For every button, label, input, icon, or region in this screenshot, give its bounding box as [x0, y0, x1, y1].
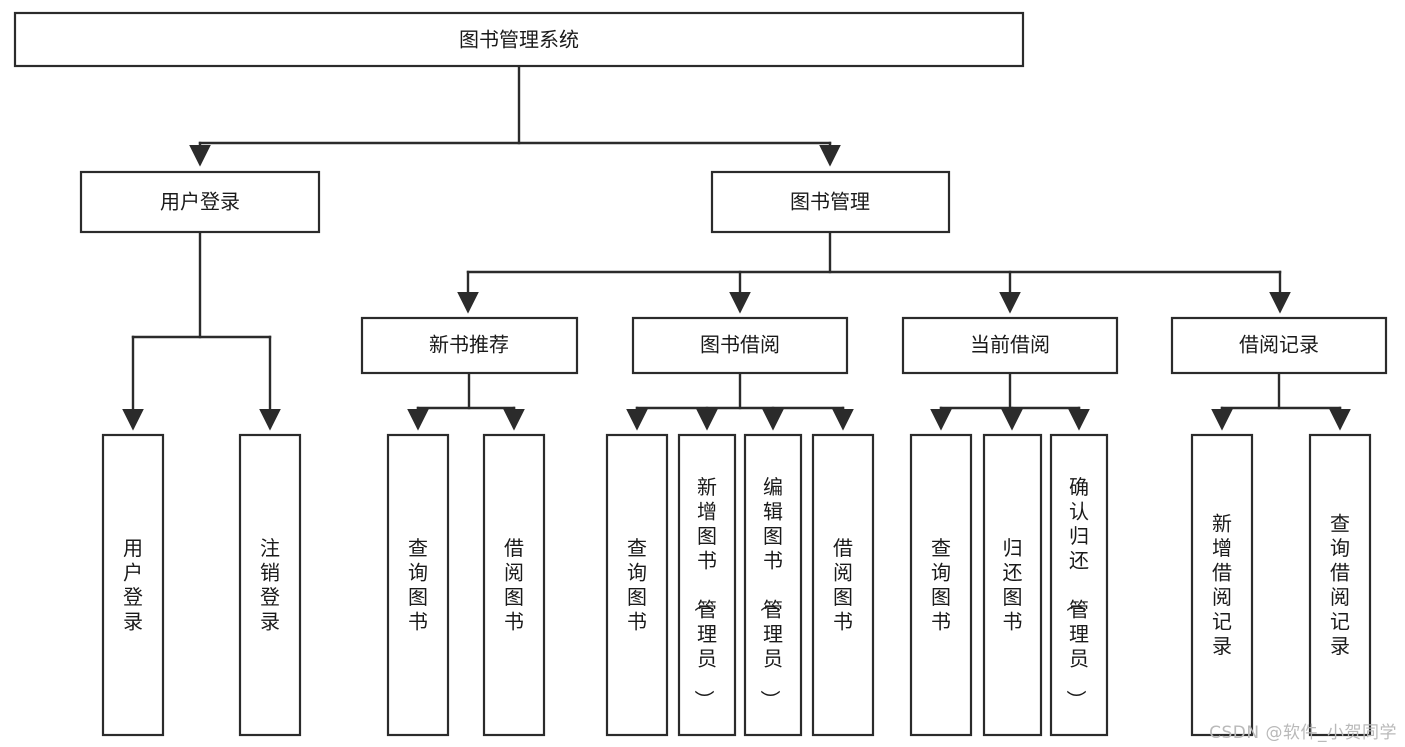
leaf-confirm-return-label: 确认归还（管理员） [1064, 475, 1089, 710]
leaf-add-book[interactable]: 新增图书（管理员） [677, 433, 737, 737]
leaf-edit-book-label: 编辑图书（管理员） [758, 475, 783, 710]
leaf-return-book[interactable]: 归还图书 [982, 433, 1043, 737]
leaf-query-book-3[interactable]: 查询图书 [909, 433, 973, 737]
edge-borrowrecord-to-leaves [1211, 371, 1351, 431]
edge-bookmanage-to-level3 [457, 230, 1291, 314]
leaf-user-login[interactable]: 用户登录 [101, 433, 165, 737]
edge-root-to-level2 [189, 64, 841, 167]
node-current-borrow-label: 当前借阅 [970, 333, 1050, 357]
leaf-confirm-return[interactable]: 确认归还（管理员） [1049, 433, 1109, 737]
edge-currentborrow-to-leaves [930, 371, 1090, 431]
leaf-logout-label: 注销登录 [260, 536, 280, 634]
leaf-query-book-1-label: 查询图书 [408, 536, 428, 634]
csdn-watermark: CSDN @软件_小贺同学 [1209, 723, 1397, 743]
node-user-login-label: 用户登录 [160, 190, 240, 214]
leaf-layer: 用户登录 注销登录 查询图书 借阅图书 查询图书 新增图书（管理员） 编辑图书（管理员） 借阅… [101, 433, 1372, 737]
leaf-add-record[interactable]: 新增借阅记录 [1190, 433, 1254, 737]
edge-userlogin-to-leaves [122, 230, 281, 431]
node-root-label: 图书管理系统 [459, 28, 579, 52]
node-borrow-record[interactable]: 借阅记录 [1170, 316, 1388, 375]
leaf-query-book-1[interactable]: 查询图书 [386, 433, 450, 737]
node-borrow-record-label: 借阅记录 [1239, 333, 1319, 357]
leaf-user-login-label: 用户登录 [123, 536, 143, 634]
node-book-manage[interactable]: 图书管理 [710, 170, 951, 234]
leaf-borrow-book-1-label: 借阅图书 [504, 536, 524, 634]
connector-layer [122, 64, 1351, 431]
leaf-query-record-label: 查询借阅记录 [1330, 512, 1350, 659]
leaf-add-record-label: 新增借阅记录 [1212, 512, 1232, 659]
node-current-borrow[interactable]: 当前借阅 [901, 316, 1119, 375]
node-book-borrow[interactable]: 图书借阅 [631, 316, 849, 375]
node-root[interactable]: 图书管理系统 [13, 11, 1025, 68]
leaf-edit-book[interactable]: 编辑图书（管理员） [743, 433, 803, 737]
leaf-query-record[interactable]: 查询借阅记录 [1308, 433, 1372, 737]
leaf-query-book-2[interactable]: 查询图书 [605, 433, 669, 737]
edge-bookborrow-to-leaves [626, 371, 854, 431]
node-book-manage-label: 图书管理 [790, 190, 870, 214]
leaf-query-book-3-label: 查询图书 [931, 536, 951, 634]
leaf-borrow-book-2-label: 借阅图书 [833, 536, 853, 634]
edge-newbook-to-leaves [407, 371, 525, 431]
leaf-add-book-label: 新增图书（管理员） [692, 475, 717, 710]
node-user-login[interactable]: 用户登录 [79, 170, 321, 234]
leaf-borrow-book-2[interactable]: 借阅图书 [811, 433, 875, 737]
node-book-borrow-label: 图书借阅 [700, 333, 780, 357]
leaf-query-book-2-label: 查询图书 [627, 536, 647, 634]
leaf-return-book-label: 归还图书 [1003, 536, 1023, 634]
node-new-book-recommend[interactable]: 新书推荐 [360, 316, 579, 375]
leaf-borrow-book-1[interactable]: 借阅图书 [482, 433, 546, 737]
leaf-logout[interactable]: 注销登录 [238, 433, 302, 737]
node-new-book-recommend-label: 新书推荐 [429, 333, 509, 357]
